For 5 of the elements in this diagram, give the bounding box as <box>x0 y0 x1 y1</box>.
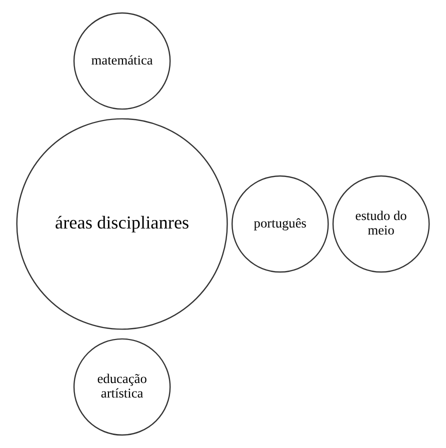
node-circle: matemática <box>73 12 171 110</box>
node-circle: educação artística <box>73 338 171 436</box>
node-circle: áreas disciplianres <box>16 118 228 330</box>
node-circle: português <box>232 175 329 273</box>
node-circle: estudo do meio <box>332 175 430 273</box>
